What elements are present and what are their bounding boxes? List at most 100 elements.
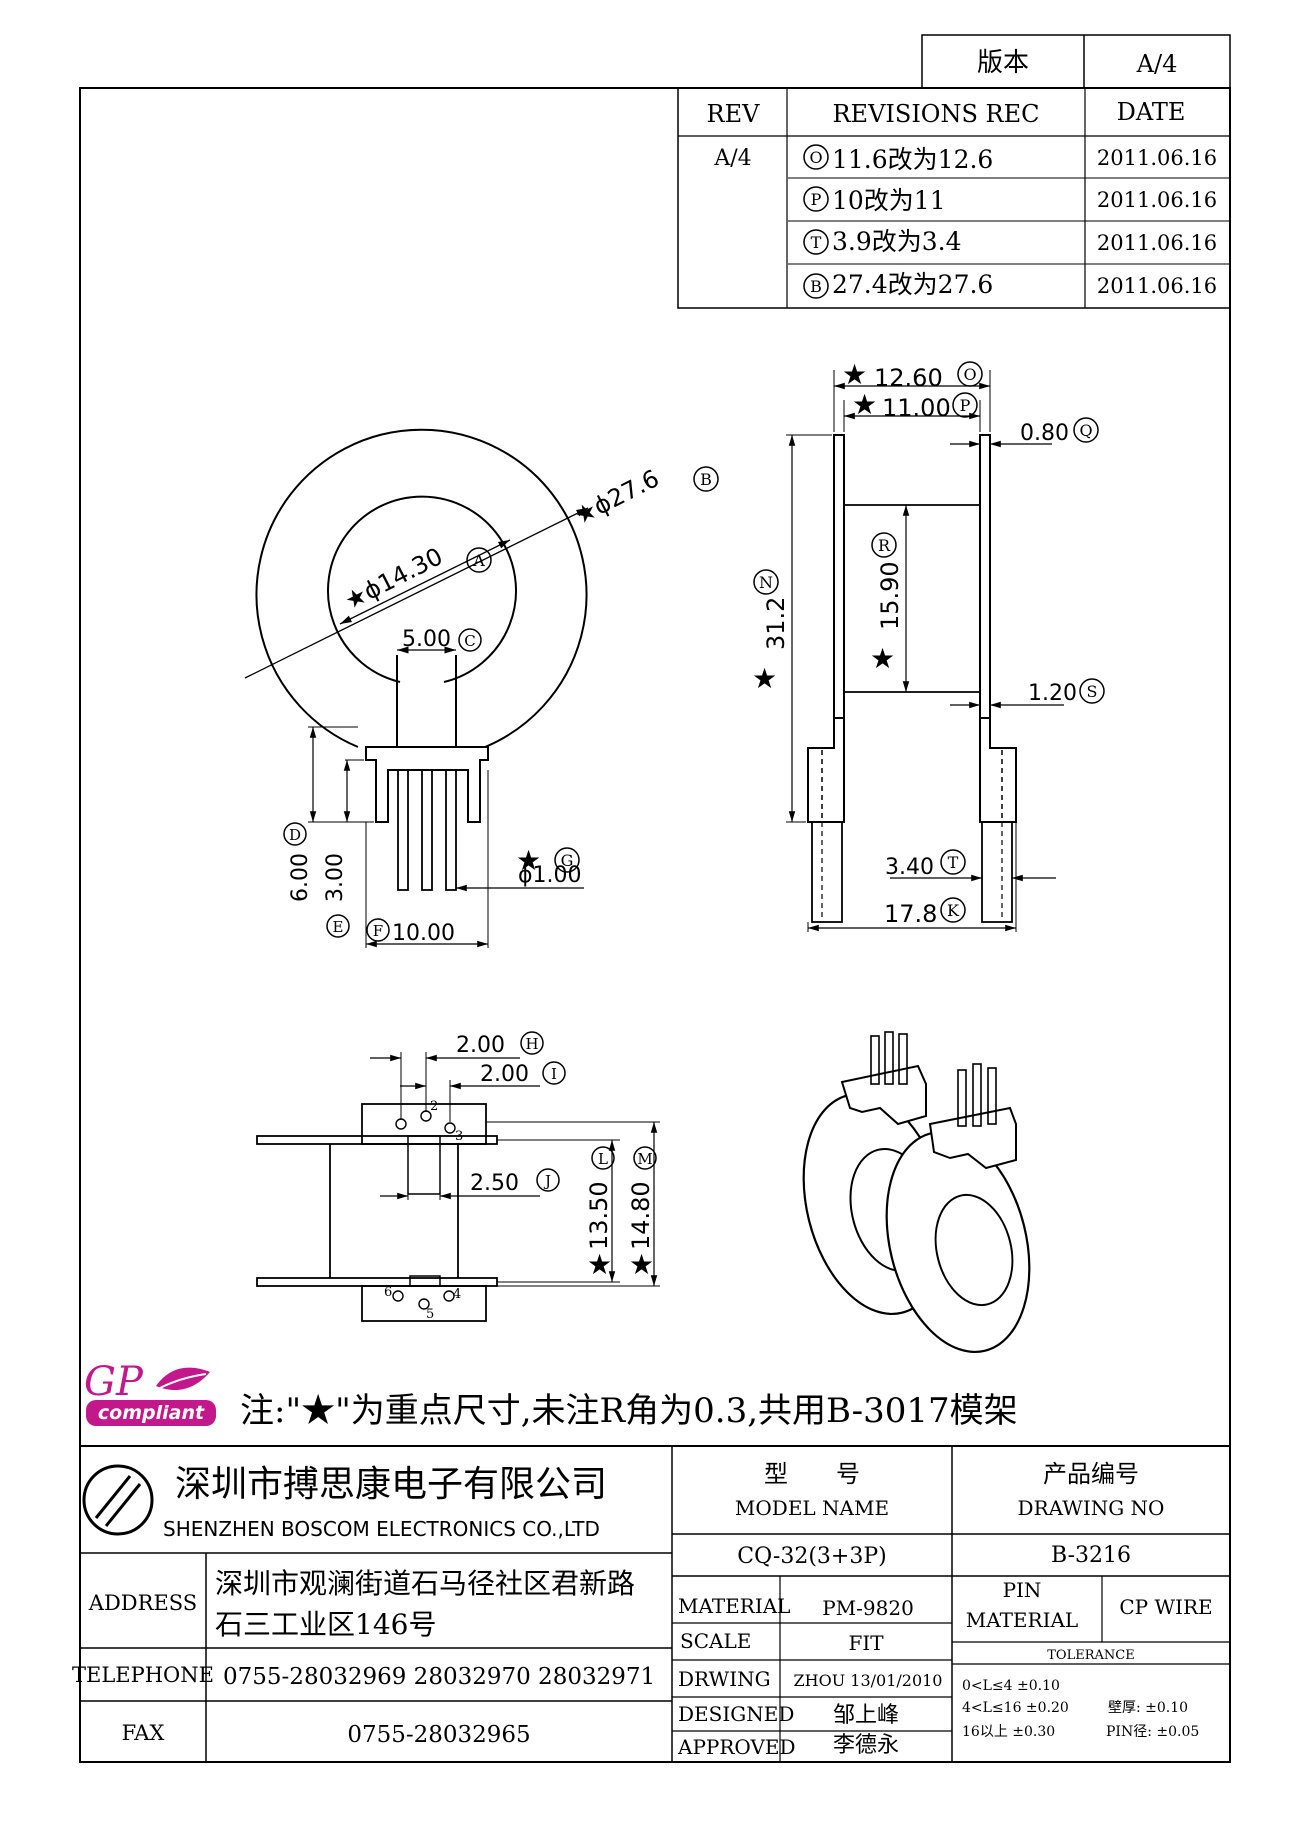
designed-value: 邹上峰 xyxy=(833,1703,899,1728)
star-o: ★ xyxy=(842,358,867,391)
mark-s: S xyxy=(1087,682,1098,701)
dim-2-00-i: 2.00 xyxy=(480,1062,529,1087)
tolerance-line: 16以上 ±0.30 xyxy=(962,1724,1055,1740)
company-logo xyxy=(82,1464,154,1536)
address-line1: 深圳市观澜街道石马径社区君新路 xyxy=(215,1567,635,1600)
dim-1-20: 1.20 xyxy=(1028,681,1077,706)
mark-i: I xyxy=(551,1065,557,1083)
version-label: 版本 xyxy=(977,48,1029,78)
gp-text: GP xyxy=(84,1359,144,1405)
tolerance-line: 4<L≤16 ±0.20 xyxy=(962,1700,1069,1716)
dim-pin-diameter: ϕ1.00 xyxy=(518,863,582,888)
mark-p: P xyxy=(960,396,971,415)
mark-r: R xyxy=(878,536,891,555)
mark-l: L xyxy=(598,1150,608,1168)
front-view: ★ϕ27.6 B ★ϕ14.30 A 5.00 C D 6.00 3.00 E … xyxy=(244,428,719,948)
approved-label: APPROVED xyxy=(677,1735,796,1759)
revision-text: 27.4改为27.6 xyxy=(832,270,993,299)
pin-label: 3 xyxy=(455,1129,463,1144)
rev-value: A/4 xyxy=(713,146,751,171)
dim-0-80: 0.80 xyxy=(1020,421,1069,446)
dim-31-2: 31.2 xyxy=(762,597,790,650)
dim-11-00: 11.00 xyxy=(882,394,951,422)
mark-q: Q xyxy=(1079,421,1092,440)
dim-12-60: 12.60 xyxy=(874,364,943,392)
fax-value: 0755-28032965 xyxy=(347,1722,530,1748)
telephone-label: TELEPHONE xyxy=(72,1663,214,1687)
drawing-no-cn: 产品编号 xyxy=(1043,1460,1139,1488)
dim-outer-diameter: ★ϕ27.6 xyxy=(570,464,664,530)
revision-row: B 27.4改为27.6 2011.06.16 xyxy=(803,270,1217,299)
mark-d: D xyxy=(289,826,301,844)
mark-m: M xyxy=(637,1150,652,1168)
revision-mark: B xyxy=(810,277,822,296)
gp-compliant-logo: GP compliant xyxy=(84,1359,216,1426)
dim-6-00: 6.00 xyxy=(288,853,313,902)
dim-13-50: 13.50 xyxy=(585,1181,613,1250)
designed-label: DESIGNED xyxy=(678,1702,794,1726)
mark-f: F xyxy=(373,922,383,940)
material-value: PM-9820 xyxy=(822,1596,914,1620)
revision-date: 2011.06.16 xyxy=(1097,146,1217,170)
isometric-view xyxy=(802,1031,1031,1354)
approved-value: 李德永 xyxy=(833,1733,899,1758)
scale-value: FIT xyxy=(848,1631,884,1655)
drawing-no-value: B-3216 xyxy=(1051,1543,1131,1568)
pin-label: 6 xyxy=(384,1285,392,1300)
version-box: 版本 A/4 xyxy=(921,34,1231,89)
dim-5-00: 5.00 xyxy=(402,627,451,652)
note: 注:"★"为重点尺寸,未注R角为0.3,共用B-3017模架 xyxy=(240,1391,1018,1431)
drwing-label: DRWING xyxy=(678,1667,771,1691)
mark-n: N xyxy=(759,573,773,592)
revision-table: REV REVISIONS REC DATE A/4 O 11.6改为12.6 … xyxy=(677,87,1231,309)
mark-c: C xyxy=(464,632,475,650)
top-view: 2 3 4 5 6 2.00 H 2.00 I 2.50 J L 13.50 xyxy=(256,1031,660,1322)
pin-material-label: MATERIAL xyxy=(966,1608,1078,1632)
revision-row: O 11.6改为12.6 2011.06.16 xyxy=(803,144,1217,174)
tolerance-label: TOLERANCE xyxy=(1047,1648,1134,1663)
mark-o: O xyxy=(963,365,976,384)
star-m: ★ xyxy=(629,1248,654,1281)
material-label: MATERIAL xyxy=(678,1594,790,1618)
star-g: ★ xyxy=(516,844,541,877)
star-l: ★ xyxy=(587,1248,612,1281)
dim-2-50: 2.50 xyxy=(470,1171,519,1196)
dim-3-40: 3.40 xyxy=(885,855,934,880)
revision-mark: T xyxy=(811,233,822,252)
dim-10-00: 10.00 xyxy=(392,921,455,946)
dim-3-00: 3.00 xyxy=(323,853,348,902)
revision-date: 2011.06.16 xyxy=(1097,274,1217,298)
revision-text: 3.9改为3.4 xyxy=(832,227,962,256)
dim-17-8: 17.8 xyxy=(884,900,937,928)
pin-material-value: CP WIRE xyxy=(1119,1595,1212,1619)
telephone-value: 0755-28032969 28032970 28032971 xyxy=(223,1664,655,1690)
pin-label: 5 xyxy=(426,1307,434,1322)
company-name-en: SHENZHEN BOSCOM ELECTRONICS CO.,LTD xyxy=(163,1517,600,1541)
revision-row: T 3.9改为3.4 2011.06.16 xyxy=(803,227,1217,256)
fax-label: FAX xyxy=(122,1721,165,1745)
address-label: ADDRESS xyxy=(88,1591,197,1615)
rev-header: REV xyxy=(707,100,761,128)
tolerance-line: 0<L≤4 ±0.10 xyxy=(962,1678,1060,1694)
title-block: 深圳市搏思康电子有限公司 SHENZHEN BOSCOM ELECTRONICS… xyxy=(72,1445,1230,1762)
scale-label: SCALE xyxy=(680,1629,751,1653)
revision-text: 10改为11 xyxy=(832,186,946,215)
star-p: ★ xyxy=(852,388,877,421)
model-name-value: CQ-32(3+3P) xyxy=(737,1544,887,1569)
compliant-text: compliant xyxy=(98,1402,205,1424)
model-name-cn: 型 号 xyxy=(764,1460,860,1488)
revision-mark: P xyxy=(811,190,822,209)
tolerance-line: 壁厚: ±0.10 xyxy=(1108,1700,1188,1716)
drwing-value: ZHOU 13/01/2010 xyxy=(794,1671,943,1690)
mark-g: G xyxy=(561,851,574,870)
dim-14-80: 14.80 xyxy=(627,1181,655,1250)
mark-t: T xyxy=(948,853,959,872)
mark-k: K xyxy=(947,901,960,920)
pin-label: 4 xyxy=(453,1287,461,1302)
star-n: ★ xyxy=(752,662,777,695)
pin-material-label: PIN xyxy=(1003,1578,1042,1602)
sheet-border xyxy=(79,87,1231,1763)
revision-date: 2011.06.16 xyxy=(1097,188,1217,212)
star-r: ★ xyxy=(870,642,895,675)
